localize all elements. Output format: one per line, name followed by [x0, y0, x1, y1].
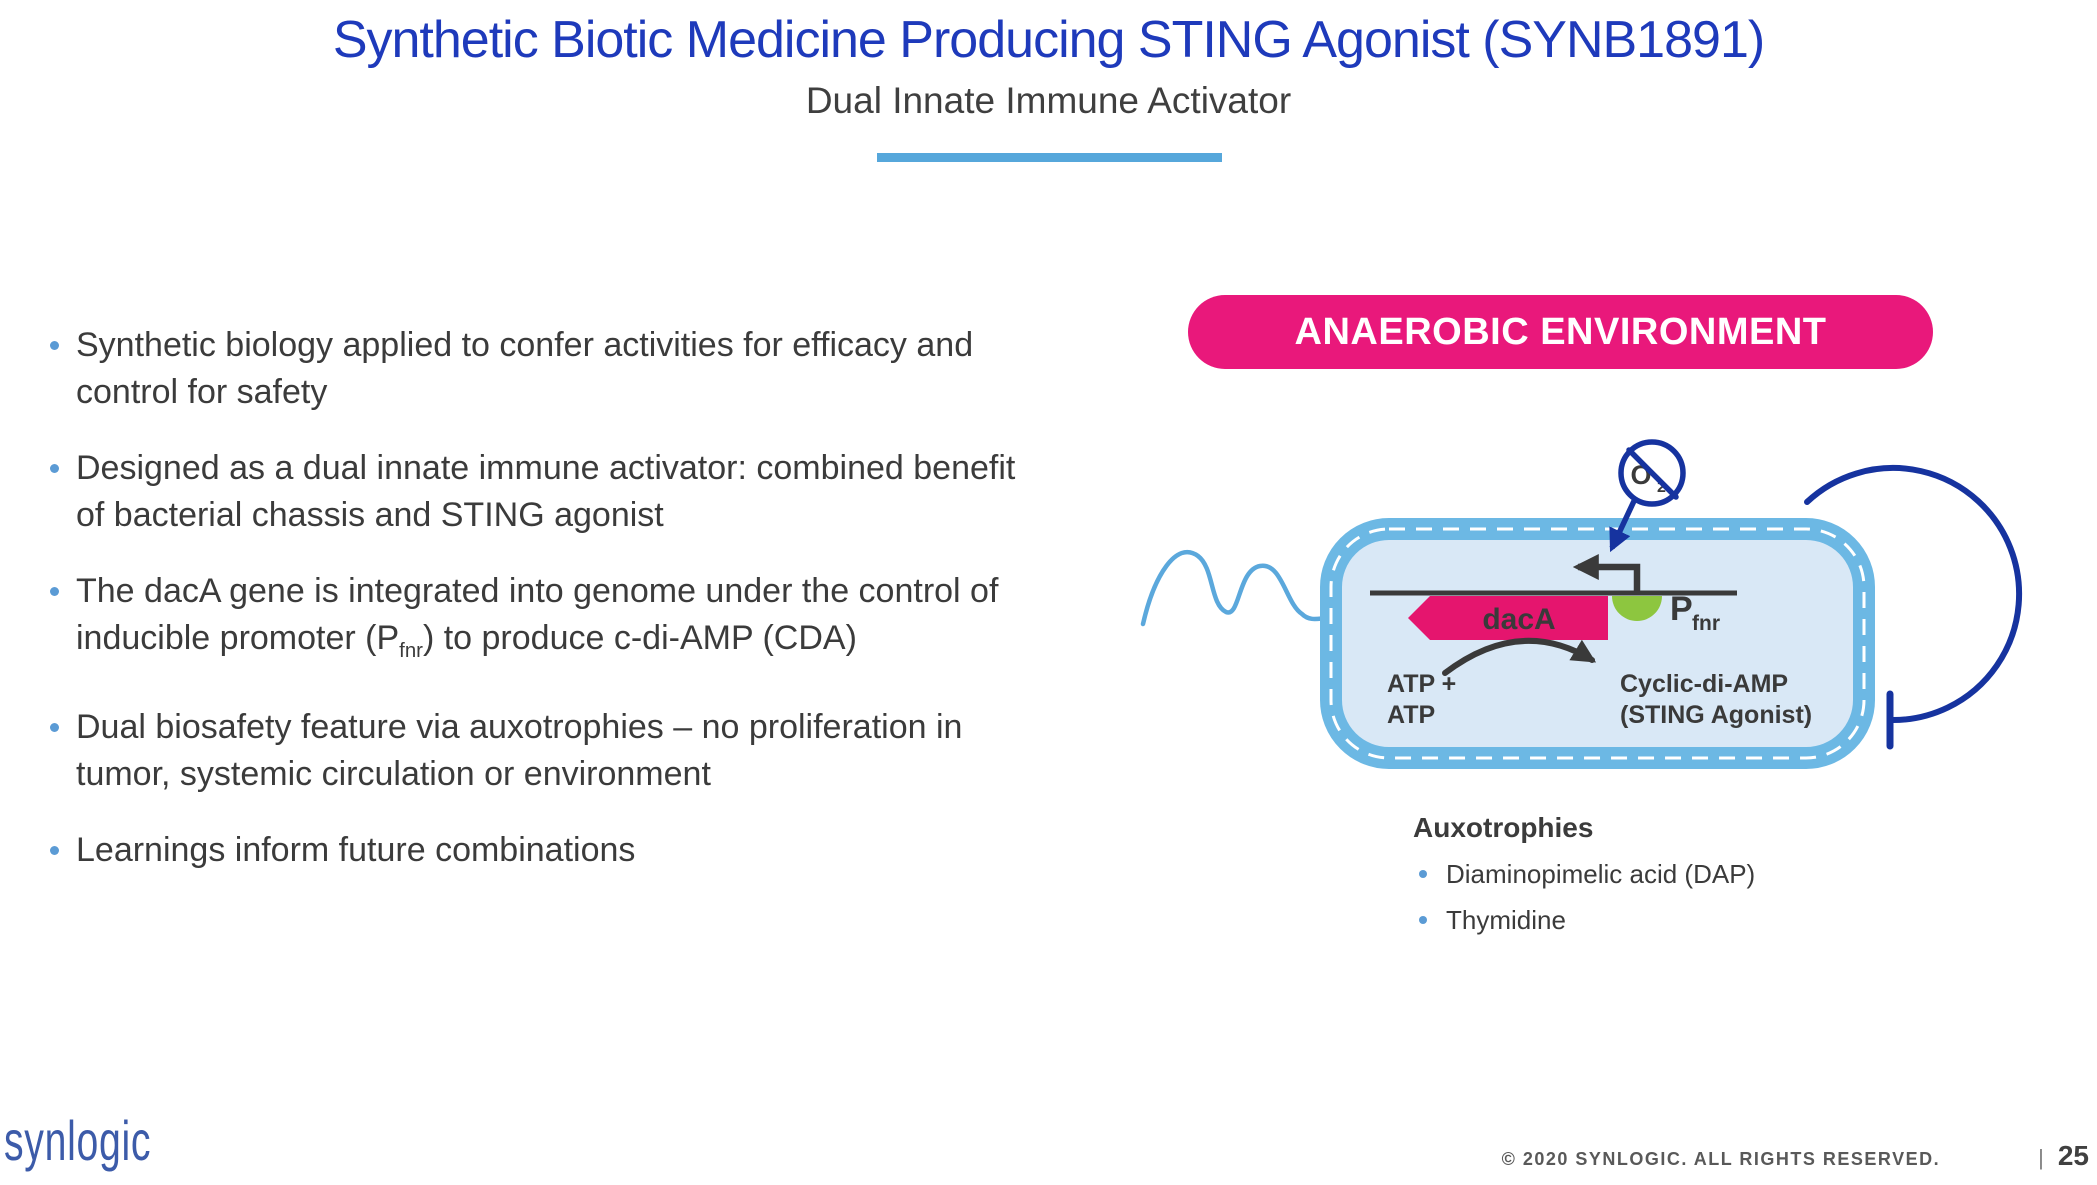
substrate-label-line1: ATP + — [1387, 670, 1456, 698]
copyright-text: © 2020 SYNLOGIC. ALL RIGHTS RESERVED. — [1501, 1149, 1941, 1169]
bullet-text: control for safety — [76, 373, 328, 411]
footer-separator: | — [2038, 1145, 2044, 1170]
cell-membrane-dashed-line — [1329, 527, 1866, 760]
flagellum-wave — [1140, 549, 1331, 627]
footer: © 2020 SYNLOGIC. ALL RIGHTS RESERVED. | … — [1502, 1140, 2089, 1172]
bullet-text: Synthetic biology applied to confer acti… — [76, 326, 974, 364]
page-title: Synthetic Biotic Medicine Producing STIN… — [332, 11, 1765, 69]
auxotrophy-item: Thymidine — [1413, 904, 1755, 936]
bullet-dot — [50, 341, 59, 350]
synlogic-logo: synlogic — [4, 1109, 152, 1172]
bullet-text: of bacterial chassis and STING agonist — [76, 496, 664, 534]
auxotrophy-item: Diaminopimelic acid (DAP) — [1413, 858, 1755, 890]
auxotrophies-heading: Auxotrophies — [1413, 812, 1594, 843]
bullet-dot — [50, 587, 59, 596]
catalysis-arrow — [1442, 637, 1597, 676]
bullet-item: The dacA gene is integrated into genome … — [48, 568, 1128, 675]
page-number: 25 — [2057, 1140, 2089, 1171]
substrate-label-line2: ATP — [1387, 701, 1435, 729]
promoter-arc — [1612, 596, 1662, 621]
anaerobic-environment-banner: ANAEROBIC ENVIRONMENT — [1188, 295, 1933, 369]
feedback-inhibition-arc — [1804, 465, 2023, 724]
bullet-text: Learnings inform future combinations — [76, 830, 636, 869]
bullet-item: Synthetic biology applied to confer acti… — [48, 322, 1128, 416]
bullet-text: Designed as a dual innate immune activat… — [76, 449, 1016, 487]
bullet-dot — [50, 722, 59, 732]
transcription-start-arrow — [1572, 554, 1641, 593]
daca-gene-label: dacA — [1482, 603, 1555, 636]
oxygen-repression-arrow — [1609, 499, 1637, 553]
bullet-text: Dual biosafety feature via auxotrophies … — [76, 707, 963, 746]
bullet-item: Designed as a dual innate immune activat… — [48, 445, 1128, 539]
mechanism-diagram: dacA P fnr O 2 ATP + ATP Cyclic-di-AMP (… — [1140, 439, 2023, 769]
promoter-label: P — [1670, 590, 1693, 628]
bullet-text: The dacA gene is integrated into genome … — [76, 572, 999, 610]
auxotrophies-block: Auxotrophies Diaminopimelic acid (DAP) T… — [1413, 812, 1755, 936]
no-oxygen-icon: O 2 — [1618, 439, 1686, 507]
daca-gene-arrow — [1408, 596, 1608, 640]
bullet-dot — [50, 845, 59, 855]
promoter-label-subscript: fnr — [1692, 612, 1720, 635]
bullet-text: inducible promoter (Pfnr) to produce c-d… — [76, 615, 1128, 675]
auxotrophy-text: Thymidine — [1446, 905, 1566, 935]
bullet-item: Dual biosafety feature via auxotrophies … — [48, 704, 1128, 798]
bullet-text-post: ) to produce c-di-AMP (CDA) — [422, 619, 857, 657]
no-oxygen-slash — [1626, 447, 1679, 500]
banner-label: ANAEROBIC ENVIRONMENT — [1294, 310, 1827, 353]
bullet-dot — [50, 464, 59, 473]
bullet-dot — [1419, 870, 1427, 878]
product-label-line2: (STING Agonist) — [1620, 701, 1812, 729]
page-subtitle: Dual Innate Immune Activator — [805, 80, 1292, 121]
bullet-text: tumor, systemic circulation or environme… — [76, 754, 711, 793]
title-divider — [877, 153, 1222, 162]
bullet-item: Learnings inform future combinations — [48, 827, 1128, 874]
bullet-dot — [1419, 916, 1427, 924]
bullet-text-pre: inducible promoter (P — [76, 619, 400, 657]
bullet-list: Synthetic biology applied to confer acti… — [48, 322, 1128, 903]
auxotrophy-text: Diaminopimelic acid (DAP) — [1446, 859, 1756, 889]
product-label-line1: Cyclic-di-AMP — [1620, 670, 1788, 698]
subscript-fnr: fnr — [399, 639, 423, 662]
oxygen-subscript: 2 — [1657, 479, 1666, 496]
